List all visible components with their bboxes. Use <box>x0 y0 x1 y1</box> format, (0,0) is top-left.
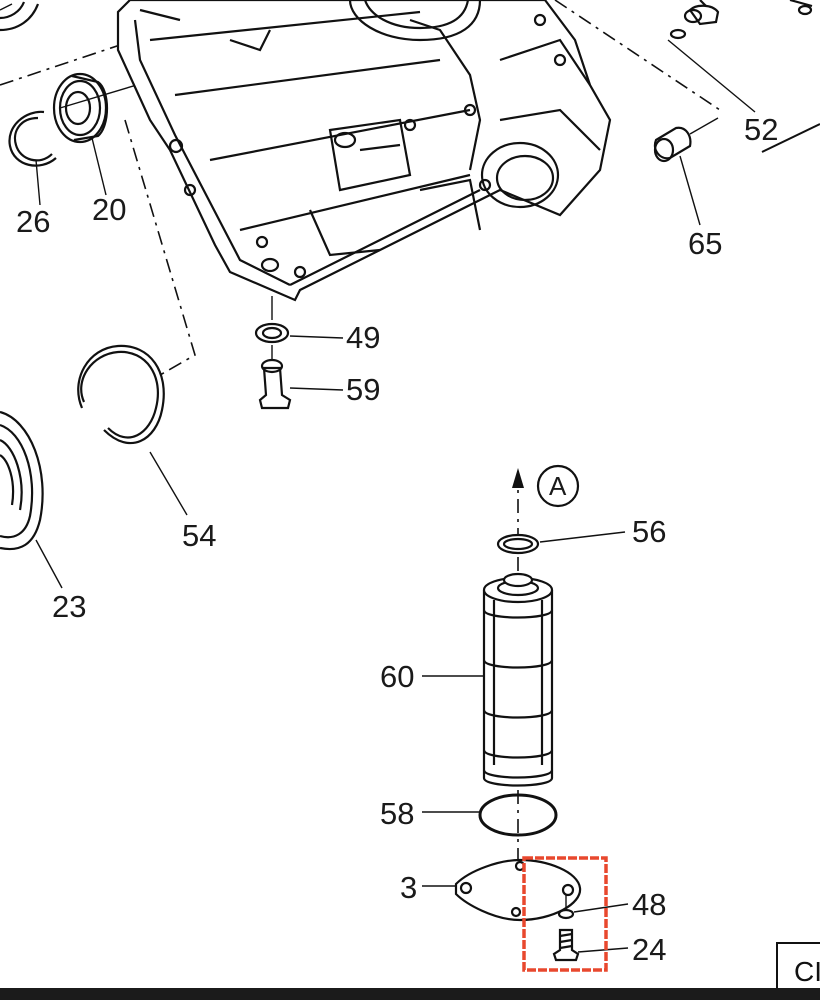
bearing-20 <box>52 72 141 196</box>
label-59: 59 <box>346 372 380 407</box>
circlip-26 <box>8 110 57 206</box>
label-54: 54 <box>182 518 216 553</box>
o-ring-58 <box>422 790 558 860</box>
label-56: 56 <box>632 514 666 549</box>
drum-23 <box>0 410 63 589</box>
direction-arrow-a <box>512 464 580 600</box>
highlight-box <box>522 856 608 972</box>
label-65: 65 <box>688 226 722 261</box>
guide-line-top <box>0 44 121 86</box>
label-49: 49 <box>346 320 380 355</box>
guide-line-top-right <box>554 0 721 111</box>
washer-49 <box>254 296 344 344</box>
label-24: 24 <box>632 932 666 967</box>
label-52: 52 <box>744 112 778 147</box>
label-23: 23 <box>52 589 86 624</box>
label-20: 20 <box>92 192 126 227</box>
label-58: 58 <box>380 796 414 831</box>
plug-59 <box>258 345 344 410</box>
bushing-65 <box>653 117 719 226</box>
label-3: 3 <box>400 870 417 905</box>
filter-60 <box>422 572 554 787</box>
cover-plate-3 <box>422 858 582 922</box>
label-26: 26 <box>16 204 50 239</box>
corner-tab-text: CI <box>794 956 820 987</box>
screw-24 <box>552 928 629 962</box>
snap-ring-54 <box>77 344 188 516</box>
guide-line-left <box>124 119 196 376</box>
gear-housing <box>116 0 612 302</box>
label-60: 60 <box>380 659 414 694</box>
o-ring-56 <box>496 531 626 555</box>
label-48: 48 <box>632 887 666 922</box>
bearing-fragment-top-left <box>0 1 40 32</box>
bottom-edge-bar <box>0 988 820 1000</box>
washer-48 <box>557 895 629 920</box>
pin-52 <box>667 0 820 153</box>
label-a: A <box>549 471 567 501</box>
corner-page-tab: CI <box>776 942 820 988</box>
